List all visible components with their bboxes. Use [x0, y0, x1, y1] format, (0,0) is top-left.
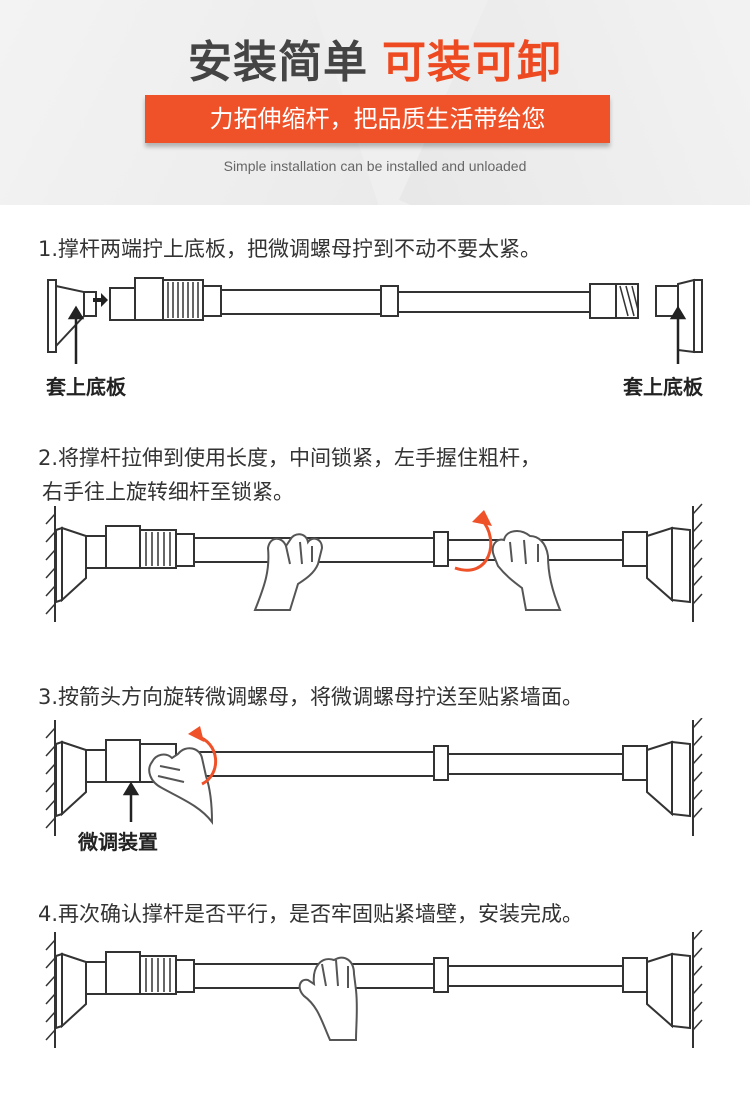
thin-tube	[447, 753, 624, 775]
thick-tube	[193, 751, 435, 777]
step-1-illustration	[47, 277, 703, 364]
label-base-right: 套上底板	[623, 375, 703, 399]
label-base-left: 套上底板	[46, 375, 126, 399]
right-base-plate	[693, 279, 703, 353]
fine-tune-nut	[105, 525, 141, 569]
thin-tube	[447, 965, 624, 987]
step-2-text-line1: 2.将撑杆拉伸到使用长度，中间锁紧，左手握住粗杆，	[38, 446, 542, 470]
hand-on-nut-icon	[148, 747, 214, 825]
left-hand-icon	[253, 533, 324, 611]
subtitle: Simple installation can be installed and…	[223, 158, 527, 174]
fine-tune-nut	[105, 951, 141, 995]
header-section: 安装简单可装可卸 力拓伸缩杆，把品质生活带给您 Simple installat…	[0, 0, 750, 205]
step-4-text: 4.再次确认撑杆是否平行，是否牢固贴紧墙壁，安装完成。	[38, 902, 584, 926]
label-fine-tune: 微调装置	[78, 830, 158, 854]
title-accent: 可装可卸	[382, 37, 562, 88]
fine-tune-nut	[105, 739, 141, 783]
left-base-plate	[47, 279, 57, 353]
insert-arrow-icon	[93, 293, 108, 307]
thick-tube	[220, 289, 382, 315]
slogan-banner: 力拓伸缩杆，把品质生活带给您	[145, 95, 610, 143]
step-1-text: 1.撑杆两端拧上底板，把微调螺母拧到不动不要太紧。	[38, 237, 542, 261]
right-hand-icon	[491, 530, 562, 611]
step-3-illustration	[45, 718, 703, 836]
step-3-text: 3.按箭头方向旋转微调螺母，将微调螺母拧送至贴紧墙面。	[38, 685, 584, 709]
title-main: 安装简单	[188, 37, 368, 88]
step-4-illustration	[45, 930, 703, 1048]
page-title: 安装简单可装可卸	[0, 26, 750, 90]
hand-holding-pole-icon	[298, 956, 358, 1041]
step-2-text-line2: 右手往上旋转细杆至锁紧。	[42, 480, 294, 504]
rotate-arrow-icon	[454, 518, 493, 572]
step-2-illustration	[45, 503, 703, 622]
fine-tune-nut	[134, 277, 164, 321]
thin-tube	[397, 291, 591, 313]
